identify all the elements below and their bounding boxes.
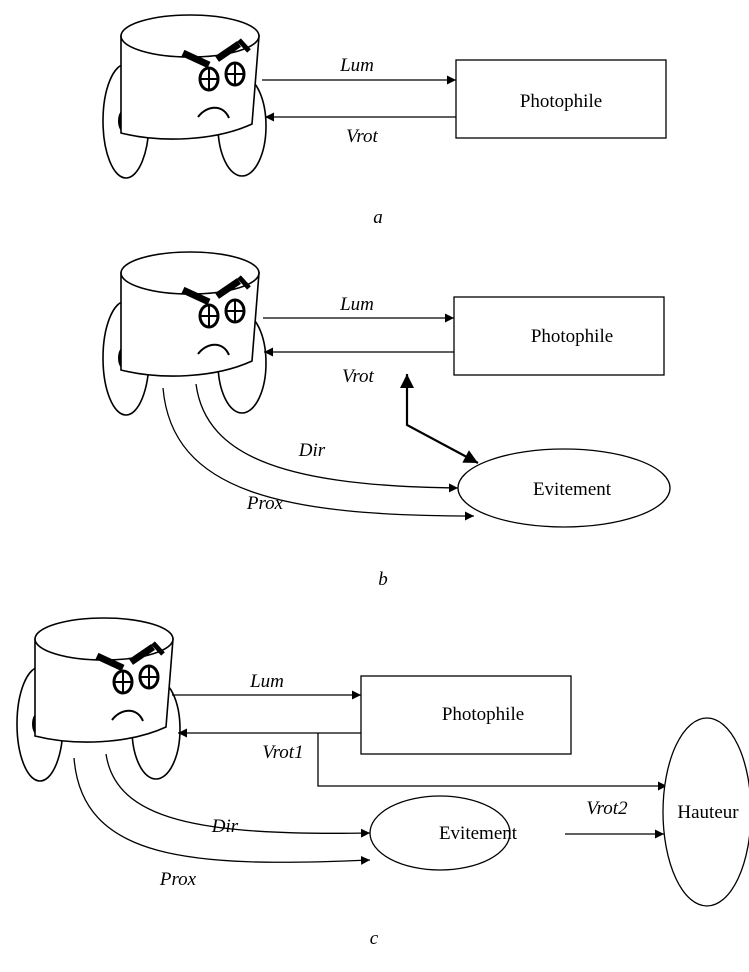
prox-label: Prox [246, 493, 284, 514]
vrot-label: Vrot [346, 126, 378, 147]
hauteur-label: Hauteur [677, 802, 739, 823]
hauteur-ellipse [662, 717, 749, 907]
photophile-box [455, 59, 667, 139]
photophile-label: Photophile [531, 326, 613, 347]
dir-arrow [195, 383, 459, 493]
panel-c: Photophile Lum Vrot1 Evitement Hauteur V… [17, 618, 749, 949]
caption-b: b [378, 569, 388, 590]
lum-label: Lum [339, 294, 374, 315]
vrot-label: Vrot [342, 366, 374, 387]
lum-label: Lum [339, 55, 374, 76]
prox-arrow [162, 387, 475, 521]
prox-arrow [73, 757, 371, 865]
dir-arrow [105, 753, 371, 838]
panel-b: Photophile Lum Vrot Evitement Dir Prox b [103, 252, 671, 590]
photophile-box [360, 675, 572, 755]
photophile-label: Photophile [442, 704, 524, 725]
vrot2-label: Vrot2 [586, 798, 628, 819]
lum-label: Lum [249, 671, 284, 692]
robot-icon [103, 252, 266, 415]
evitement-label: Evitement [533, 479, 612, 500]
photophile-label: Photophile [520, 91, 602, 112]
dir-label: Dir [211, 816, 239, 837]
caption-a: a [373, 207, 383, 228]
robot-icon [103, 15, 266, 178]
panel-a: Photophile Lum Vrot a [103, 15, 667, 228]
vrot1-hauteur-arrow [317, 733, 667, 791]
dir-label: Dir [298, 440, 326, 461]
prox-label: Prox [159, 869, 197, 890]
photophile-box [453, 296, 665, 376]
caption-c: c [370, 928, 379, 949]
vrot1-label: Vrot1 [262, 742, 303, 763]
robot-icon [17, 618, 180, 781]
suppression-arrow [400, 374, 479, 464]
evitement-label: Evitement [439, 823, 518, 844]
